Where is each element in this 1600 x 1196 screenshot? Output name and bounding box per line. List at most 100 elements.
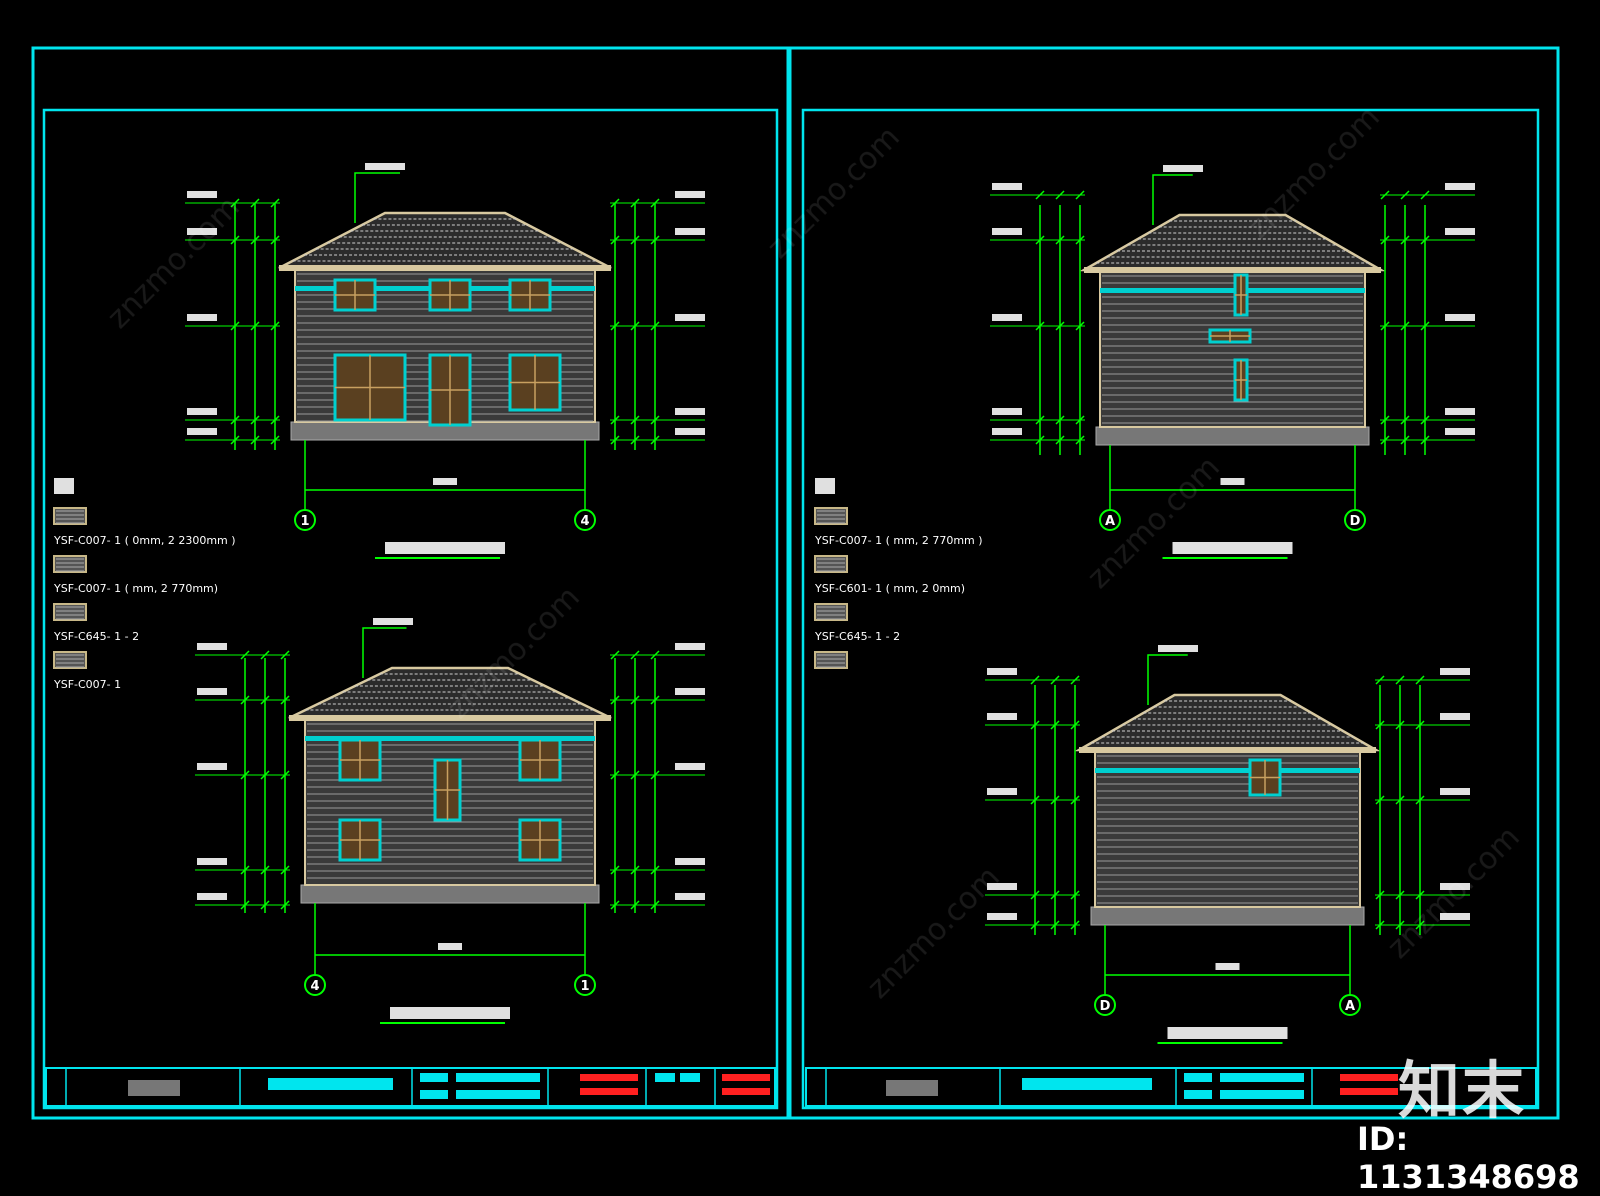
tick (230, 415, 240, 425)
tick (1400, 321, 1410, 331)
tick (1070, 920, 1080, 930)
siding-swatch-icon (53, 555, 87, 573)
tick (630, 695, 640, 705)
tick (610, 198, 620, 208)
siding-swatch-icon (814, 507, 848, 525)
axis-label: A (1345, 999, 1355, 1014)
roof-swatch-icon (53, 651, 87, 669)
tick (1050, 720, 1060, 730)
floor-band (1095, 768, 1360, 773)
level-label (197, 858, 227, 865)
level-label (987, 668, 1017, 675)
tick (1050, 920, 1060, 930)
legend-title (815, 478, 835, 494)
axis-label: A (1105, 514, 1115, 529)
tick (610, 865, 620, 875)
tick (1380, 415, 1390, 425)
tick (610, 695, 620, 705)
tick (250, 321, 260, 331)
tick (1070, 675, 1080, 685)
tick (1070, 720, 1080, 730)
tick (1030, 675, 1040, 685)
tick (1075, 235, 1085, 245)
tick (1400, 435, 1410, 445)
leader-line (1152, 174, 1193, 225)
level-label (992, 408, 1022, 415)
elevation-title (385, 542, 505, 554)
tick (610, 650, 620, 660)
roof (1079, 213, 1386, 272)
tick (260, 695, 270, 705)
level-label (1445, 428, 1475, 435)
tick (1415, 920, 1425, 930)
tick (270, 235, 280, 245)
tick (1380, 190, 1390, 200)
level-label (1440, 913, 1470, 920)
leader-line (1147, 654, 1188, 705)
level-label (1445, 314, 1475, 321)
siding-swatch-icon (814, 555, 848, 573)
axis-dimension-label (1215, 963, 1240, 970)
tick (1035, 415, 1045, 425)
level-label (187, 191, 217, 198)
tick (610, 235, 620, 245)
axis-dimension-label (433, 478, 457, 485)
tick (270, 435, 280, 445)
tick (230, 321, 240, 331)
level-label (1440, 713, 1470, 720)
leader-label (1158, 645, 1198, 652)
stone-swatch-icon (814, 603, 848, 621)
tick (250, 435, 260, 445)
tick (630, 435, 640, 445)
axis-dimension-label (1220, 478, 1245, 485)
tick (1055, 235, 1065, 245)
tick (230, 198, 240, 208)
stone-plinth (300, 884, 600, 904)
tick (1375, 795, 1385, 805)
level-label (675, 191, 705, 198)
stone-plinth (1095, 426, 1370, 446)
axis-bubble (304, 974, 326, 996)
elevation-title (1167, 1027, 1288, 1039)
level-label (1445, 183, 1475, 190)
tick (1035, 235, 1045, 245)
axis-bubble (294, 509, 316, 531)
axis-bubble (574, 974, 596, 996)
tick (260, 865, 270, 875)
legend-item-label: YSF-C007- 1 ( mm, 2 770mm ) (814, 534, 983, 547)
outer-frame-right (788, 46, 1560, 1120)
tick (1415, 675, 1425, 685)
tick (1375, 675, 1385, 685)
level-label (987, 713, 1017, 720)
legend-right: YSF-C007- 1 ( mm, 2 770mm ) YSF-C601- 1 (… (814, 478, 983, 669)
tick (630, 415, 640, 425)
level-label (197, 643, 227, 650)
eave (279, 265, 611, 271)
legend-item-label: YSF-C601- 1 ( mm, 2 0mm) (814, 582, 965, 595)
level-label (187, 408, 217, 415)
tick (650, 770, 660, 780)
roof-swatch-icon (814, 651, 848, 669)
axis-bubble (1094, 994, 1116, 1016)
tick (1395, 720, 1405, 730)
tick (630, 321, 640, 331)
tick (270, 321, 280, 331)
site-watermark: znzmo.com (1081, 450, 1227, 596)
eave (289, 715, 611, 721)
level-label (1440, 788, 1470, 795)
tick (630, 650, 640, 660)
level-label (675, 228, 705, 235)
tick (230, 435, 240, 445)
siding-swatch-icon (53, 507, 87, 525)
tick (270, 415, 280, 425)
tick (610, 321, 620, 331)
tick (270, 198, 280, 208)
tick (650, 695, 660, 705)
tick (1420, 235, 1430, 245)
legend-item-label: YSF-C007- 1 ( 0mm, 2 2300mm ) (53, 534, 236, 547)
tick (1050, 675, 1060, 685)
level-label (187, 228, 217, 235)
level-label (197, 688, 227, 695)
leader-label (1163, 165, 1203, 172)
